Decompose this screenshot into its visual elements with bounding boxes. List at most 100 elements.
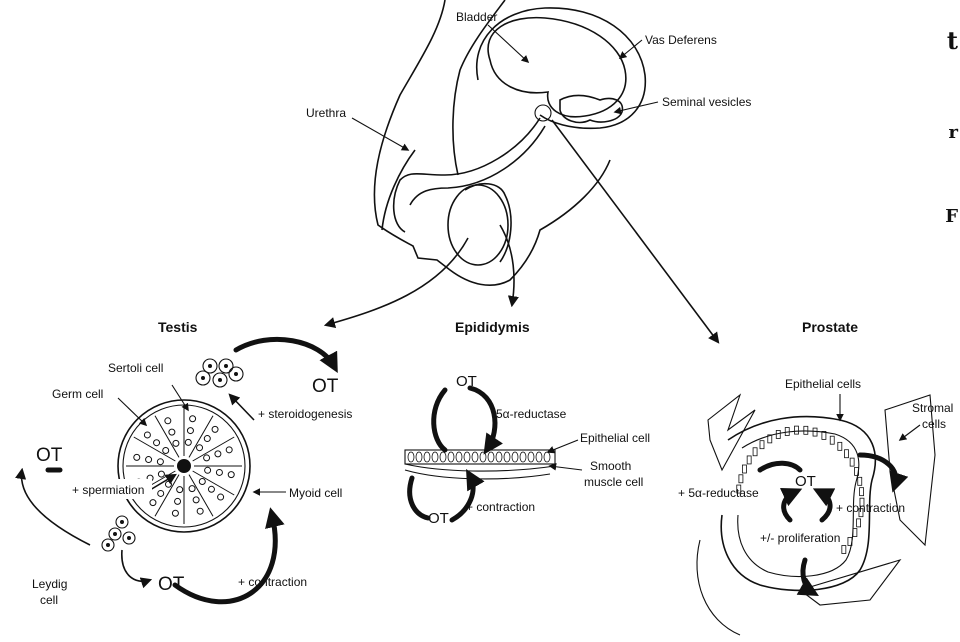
leydig-label-line2: cell (40, 593, 58, 607)
stroma-bottom (800, 560, 900, 605)
epithelial-cell (480, 452, 486, 462)
testis-ot-top: OT (312, 376, 339, 397)
prostate-cell (747, 456, 751, 464)
abdomen-inner (453, 0, 505, 175)
cutoff-text-1: t (947, 26, 958, 55)
arrow-leydig-to-bottom-ot (122, 550, 150, 581)
bladder-outline (488, 18, 626, 117)
epididymis-title: Epididymis (455, 319, 530, 335)
epi-ot-bottom: OT (428, 510, 449, 527)
leydig-label-line1: Leydig (32, 577, 67, 591)
prostate-cell (776, 430, 780, 438)
cutoff-text-3: F (945, 206, 958, 227)
spermiation-label: + spermiation (72, 483, 144, 497)
epi-epithelial-label: Epithelial cell (580, 431, 650, 445)
epithelial-cell (536, 452, 542, 462)
pro-arrow-right-mid (820, 492, 830, 520)
prostate-cell (760, 441, 764, 449)
germ-cell (158, 490, 164, 496)
germ-cell (185, 439, 191, 445)
arrow-to-testis (326, 238, 468, 325)
epithelial-cell (424, 452, 430, 462)
epithelial-cell (504, 452, 510, 462)
epi-arrow-right-up (470, 388, 495, 448)
testis-panel: Testis (22, 319, 334, 602)
epi-arrow-left-up (434, 390, 445, 450)
prostate-cell (850, 458, 854, 466)
epi-muscle-pointer (550, 466, 582, 470)
bladder-pointer (488, 25, 528, 62)
stroma-left (708, 395, 755, 470)
prostate-cell (845, 450, 849, 458)
germ-cell (212, 426, 218, 432)
germ-cell (205, 467, 211, 473)
epi-epithelial-pointer (548, 440, 578, 452)
prostate-organ (535, 105, 551, 121)
prostate-cell (860, 488, 864, 496)
pro-ot-label: OT (795, 473, 816, 490)
germ-cell (150, 500, 156, 506)
germ-cell (197, 445, 203, 451)
germ-cell (173, 440, 179, 446)
germ-cell (228, 472, 234, 478)
prostate-cell (858, 477, 862, 485)
germ-cell (163, 447, 169, 453)
epi-reductase-label: 5α-reductase (496, 407, 567, 421)
bladder-label: Bladder (456, 10, 497, 24)
body-outline (374, 0, 610, 285)
testis-organ (448, 185, 508, 265)
epi-muscle-label-1: Smooth (590, 459, 631, 473)
smooth-muscle-layer (405, 464, 555, 471)
epithelial-cell (520, 452, 526, 462)
pro-arrow-right-top (860, 455, 896, 485)
prostate-title: Prostate (802, 319, 858, 335)
pelvic-anatomy (374, 0, 645, 285)
prostate-cell (794, 426, 798, 434)
testis-contraction-label: + contraction (238, 575, 307, 589)
germ-cell (197, 508, 203, 514)
germ-cell (218, 494, 224, 500)
urethra-pointer (352, 118, 408, 150)
testis-title: Testis (158, 319, 198, 335)
germ-cell (158, 471, 164, 477)
germ-cell (216, 469, 222, 475)
germ-cell (144, 432, 150, 438)
germ-cell (204, 436, 210, 442)
epithelial-cell (432, 452, 438, 462)
germ-pointer (118, 398, 146, 425)
germ-cell (146, 457, 152, 463)
prostate-panel: Prostate (697, 319, 935, 635)
urethra-label: Urethra (306, 106, 346, 120)
stroma-faint-arc (697, 540, 740, 635)
epithelial-cell (408, 452, 414, 462)
prostate-cell (830, 436, 834, 444)
epithelial-cell (440, 452, 446, 462)
pro-proliferation-label: +/- proliferation (760, 531, 840, 545)
epi-muscle-label-2: muscle cell (584, 475, 643, 489)
testis-ot-bottom: OT (158, 574, 185, 595)
prostate-cell (857, 519, 861, 527)
arrow-steroidogenesis (230, 395, 254, 420)
epithelial-cell (416, 452, 422, 462)
epithelial-cell (488, 452, 494, 462)
myoid-label: Myoid cell (289, 486, 342, 500)
germ-cell (165, 418, 171, 424)
sertoli-label: Sertoli cell (108, 361, 163, 375)
germ-cell (199, 479, 205, 485)
epithelial-cell (472, 452, 478, 462)
prostate-cell (813, 428, 817, 436)
germ-cell (157, 459, 163, 465)
germ-label: Germ cell (52, 387, 103, 401)
epididymis-organ (465, 184, 511, 262)
epithelial-cell (448, 452, 454, 462)
tubule-lumen (177, 459, 191, 473)
epithelial-cell (544, 452, 550, 462)
urethra (394, 118, 540, 232)
germ-cell (226, 447, 232, 453)
germ-cell (177, 487, 183, 493)
prostate-cell (838, 442, 842, 450)
pro-stromal-label-2: cells (922, 417, 946, 431)
pro-arrow-left-mid (784, 492, 795, 520)
